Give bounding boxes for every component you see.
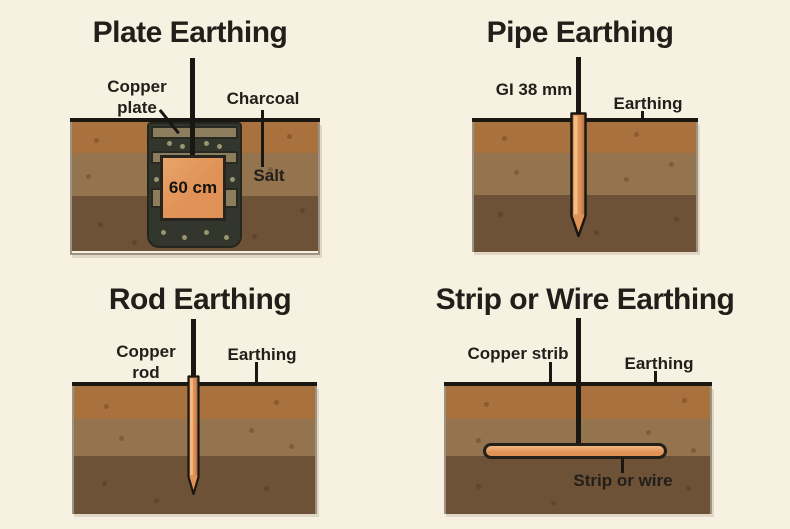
ground-line bbox=[70, 118, 320, 122]
plate-size-label: 60 cm bbox=[168, 178, 218, 197]
label-copper-strip: Copper strib bbox=[467, 344, 569, 363]
label-earthing: Earthing bbox=[613, 94, 683, 113]
label-copper-rod: Copper rod bbox=[116, 342, 176, 382]
label-salt: Salt bbox=[253, 166, 285, 185]
leader-line bbox=[255, 362, 258, 386]
earthing-wire bbox=[190, 58, 195, 160]
plate-title: Plate Earthing bbox=[92, 16, 288, 49]
earthing-wire bbox=[576, 57, 581, 115]
copper-plate: 60 cm bbox=[160, 155, 226, 221]
label-earthing: Earthing bbox=[227, 345, 297, 364]
copper-rod-electrode bbox=[187, 375, 200, 496]
leader-line bbox=[549, 362, 552, 386]
label-pipe-spec: GI 38 mm bbox=[495, 80, 573, 99]
leader-line bbox=[621, 458, 624, 473]
charcoal-speckles bbox=[149, 124, 154, 129]
copper-strip-electrode bbox=[483, 443, 667, 459]
soil-speckles bbox=[446, 386, 451, 391]
label-charcoal: Charcoal bbox=[226, 89, 300, 108]
label-strip-or-wire: Strip or wire bbox=[573, 471, 673, 490]
earthing-wire bbox=[191, 319, 196, 378]
leader-line bbox=[654, 371, 657, 386]
pipe-title: Pipe Earthing bbox=[486, 16, 674, 49]
gi-pipe-electrode bbox=[570, 112, 587, 238]
label-copper-plate: Copper plate bbox=[107, 77, 167, 117]
label-earthing: Earthing bbox=[624, 354, 694, 373]
soil-layer-bottom bbox=[446, 456, 710, 514]
leader-line bbox=[261, 110, 264, 167]
rod-title: Rod Earthing bbox=[108, 283, 292, 316]
soil-speckles bbox=[72, 122, 77, 127]
earthing-wire bbox=[576, 318, 581, 448]
soil-speckles bbox=[74, 386, 79, 391]
leader-line bbox=[641, 111, 644, 122]
soil-speckles bbox=[474, 122, 479, 127]
strip-title: Strip or Wire Earthing bbox=[435, 283, 735, 316]
